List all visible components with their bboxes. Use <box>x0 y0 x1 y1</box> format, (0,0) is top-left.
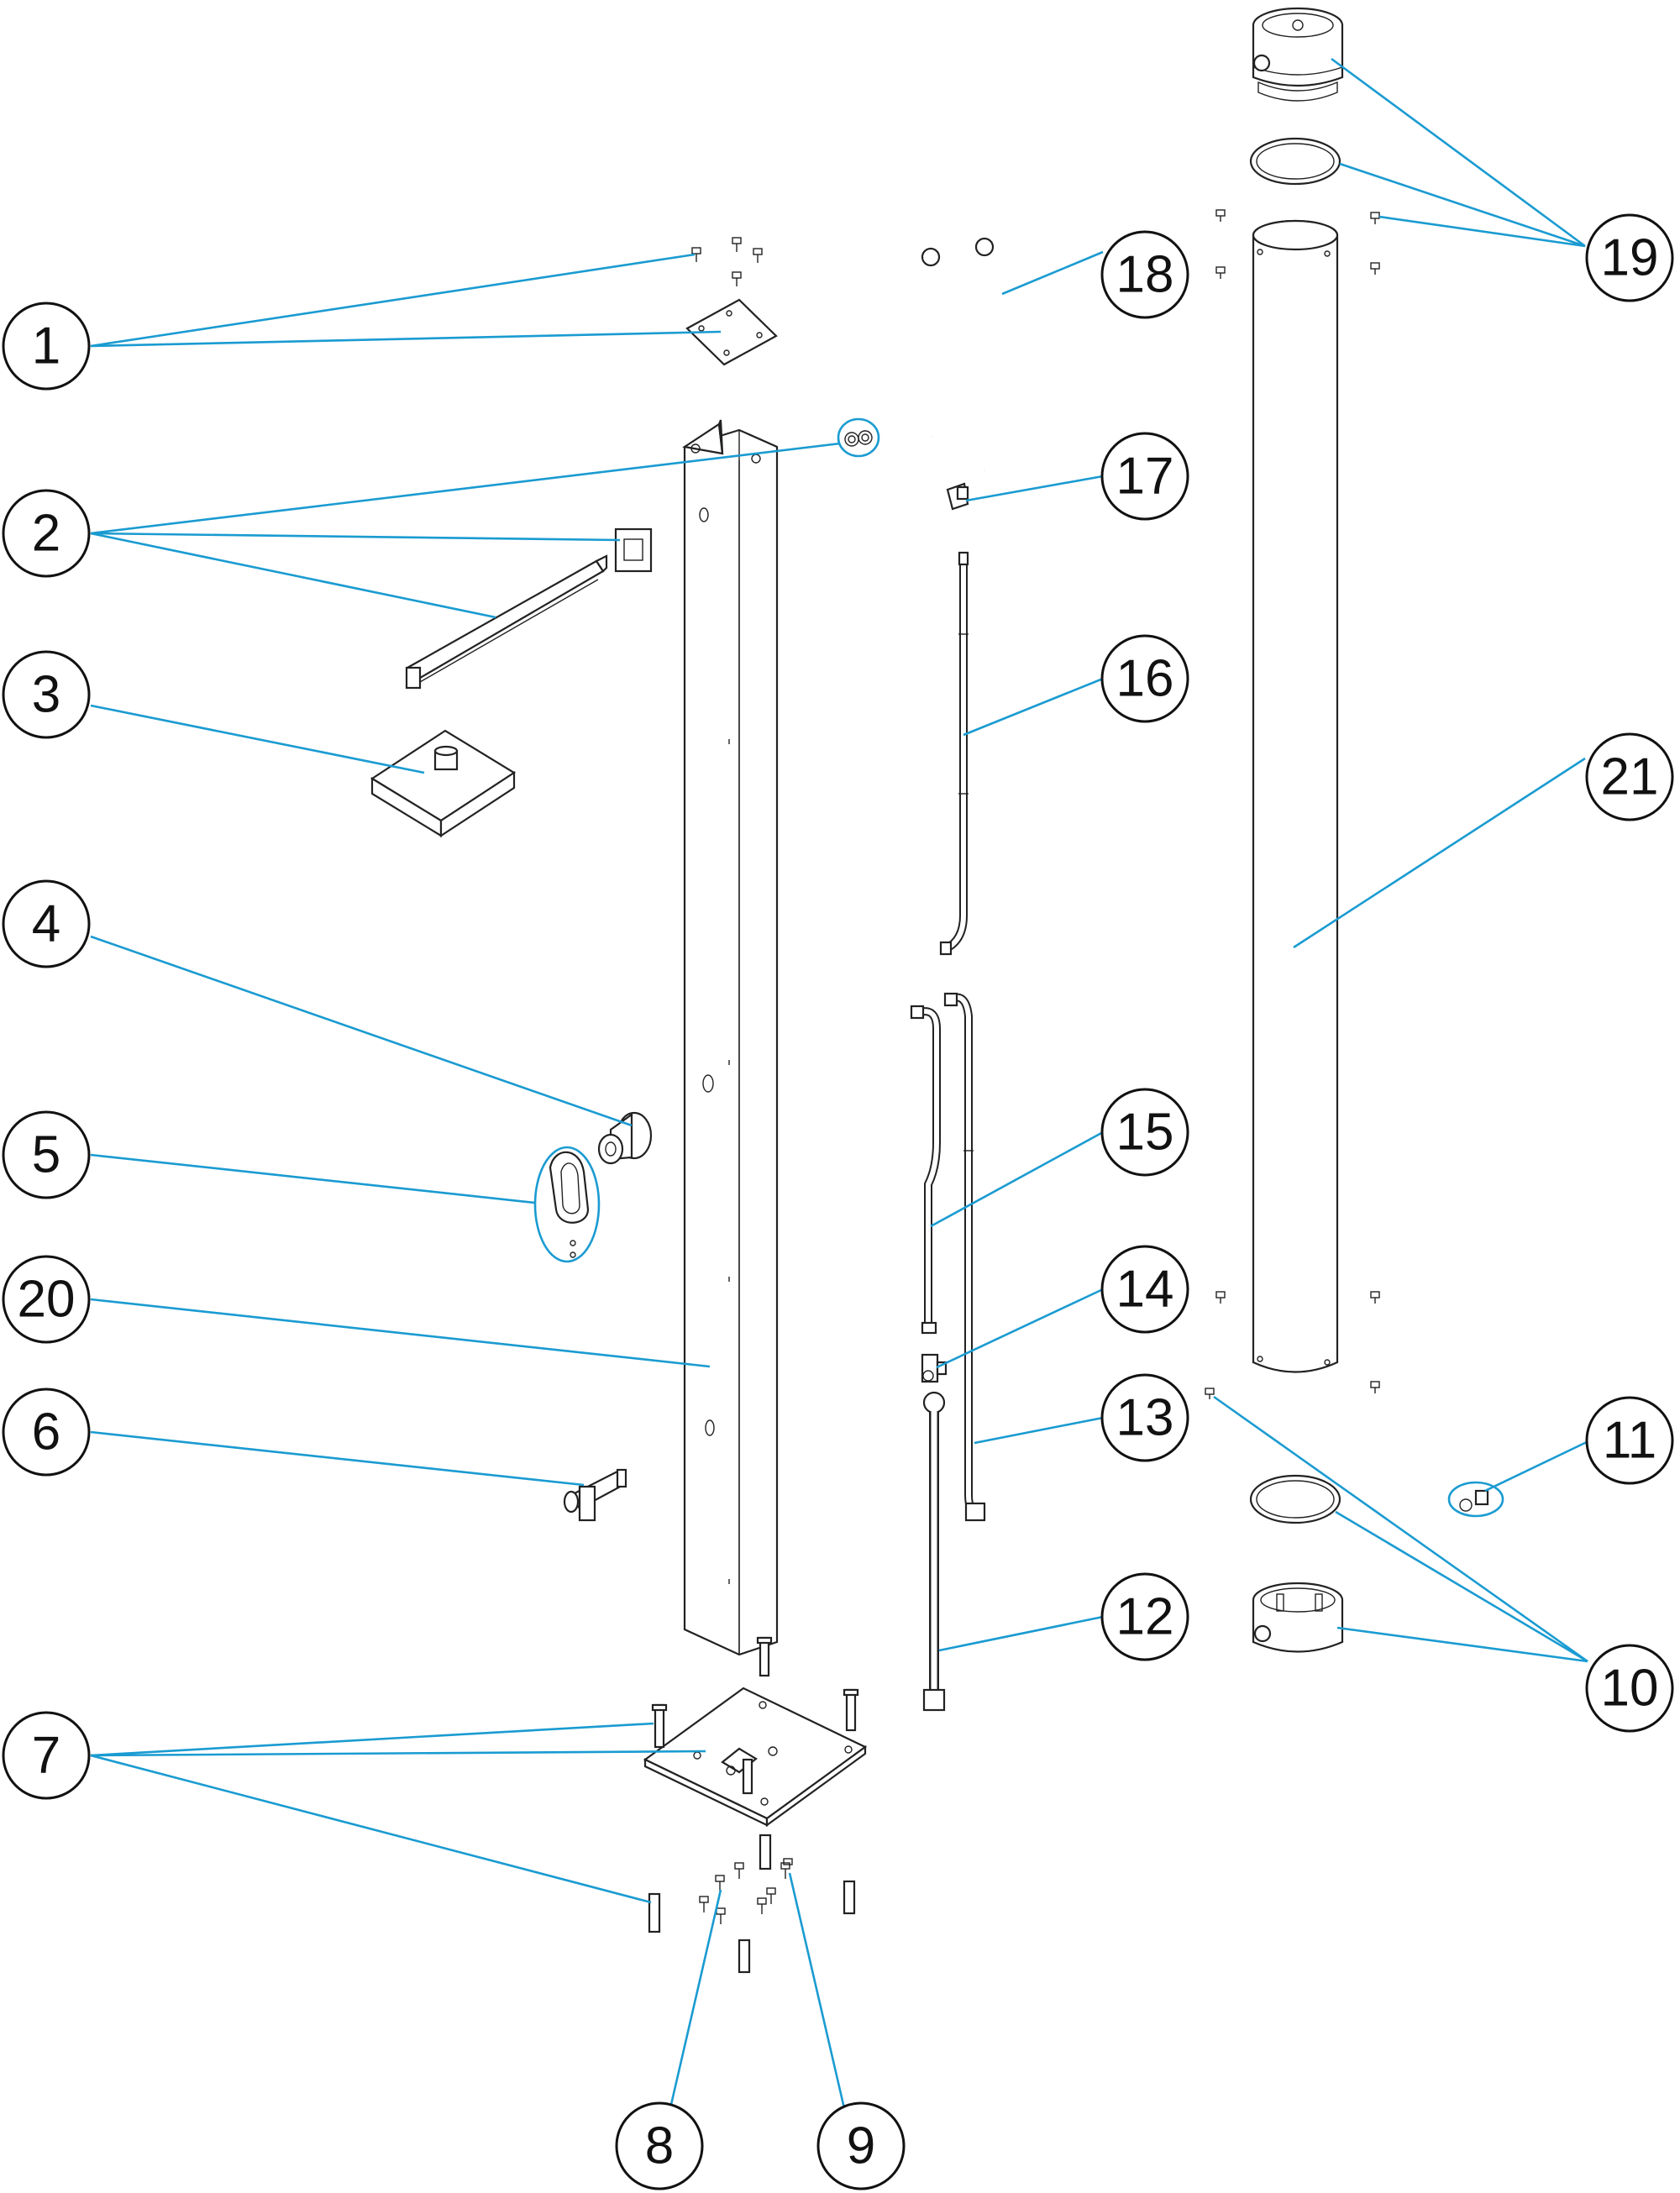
part-16-long-pipe <box>939 551 969 956</box>
callout-20: 20 <box>2 1255 91 1344</box>
callout-19-label: 19 <box>1601 229 1659 287</box>
callout-4-label: 4 <box>32 895 60 953</box>
callout-18: 18 <box>1100 230 1189 319</box>
callout-7: 7 <box>2 1711 91 1800</box>
part-7-base-plate <box>643 1636 868 1974</box>
callout-6-label: 6 <box>32 1403 60 1461</box>
callout-5-label: 5 <box>32 1126 60 1184</box>
callout-1: 1 <box>2 302 91 391</box>
part-18-curved-hoses <box>920 237 1007 472</box>
part-1-top-plate-and-screws <box>685 237 778 366</box>
part-6-tap <box>563 1468 627 1522</box>
callout-13: 13 <box>1100 1373 1189 1462</box>
callout-8: 8 <box>615 2101 704 2190</box>
callout-2: 2 <box>2 489 91 578</box>
callout-15: 15 <box>1100 1088 1189 1177</box>
callout-21: 21 <box>1585 732 1674 821</box>
part-14-tee-fitting <box>921 1353 948 1383</box>
part-12-flexible-hose <box>922 1391 946 1712</box>
callout-8-label: 8 <box>645 2117 674 2175</box>
callout-16: 16 <box>1100 634 1189 723</box>
callout-21-label: 21 <box>1601 748 1659 806</box>
leader-lines <box>90 57 1591 2109</box>
callout-15-label: 15 <box>1116 1104 1174 1162</box>
callout-20-label: 20 <box>18 1271 76 1329</box>
callout-1-label: 1 <box>32 317 60 375</box>
callout-12-label: 12 <box>1116 1588 1174 1646</box>
callout-18-label: 18 <box>1116 246 1174 304</box>
part-2-shower-arm <box>405 417 880 690</box>
part-15-bent-pipe <box>910 1005 941 1335</box>
callout-11: 11 <box>1585 1396 1674 1485</box>
callout-11-label: 11 <box>1603 1412 1656 1470</box>
callout-9-label: 9 <box>847 2117 875 2175</box>
callout-14-label: 14 <box>1116 1261 1174 1319</box>
part-13-straight-pipe <box>943 992 986 1522</box>
callout-13-label: 13 <box>1116 1389 1174 1447</box>
callout-2-label: 2 <box>32 505 60 563</box>
callout-10: 10 <box>1585 1644 1674 1733</box>
callout-4: 4 <box>2 879 91 968</box>
callout-16-label: 16 <box>1116 650 1174 708</box>
callout-19: 19 <box>1585 213 1674 302</box>
part-19-top-cap <box>1215 7 1380 224</box>
part-21-round-tube <box>1215 219 1380 1393</box>
part-10-bottom-cap <box>1205 1388 1344 1653</box>
callout-6: 6 <box>2 1388 91 1477</box>
callout-9: 9 <box>816 2101 906 2190</box>
part-3-shower-head <box>370 729 517 838</box>
part-11-fitting <box>1447 1481 1504 1518</box>
callout-17: 17 <box>1100 432 1189 521</box>
part-17-connector <box>946 482 969 511</box>
part-8-9-small-screws <box>699 1858 793 1924</box>
part-5-lever-handle <box>533 1146 601 1263</box>
callout-14: 14 <box>1100 1245 1189 1334</box>
part-4-valve-body <box>597 1111 653 1165</box>
part-20-square-column <box>682 419 779 1656</box>
callout-3-label: 3 <box>32 666 60 724</box>
callout-10-label: 10 <box>1601 1660 1659 1718</box>
callout-3: 3 <box>2 650 91 739</box>
callout-12: 12 <box>1100 1572 1189 1661</box>
callout-7-label: 7 <box>32 1727 60 1785</box>
callout-17-label: 17 <box>1116 448 1174 506</box>
callout-5: 5 <box>2 1110 91 1199</box>
